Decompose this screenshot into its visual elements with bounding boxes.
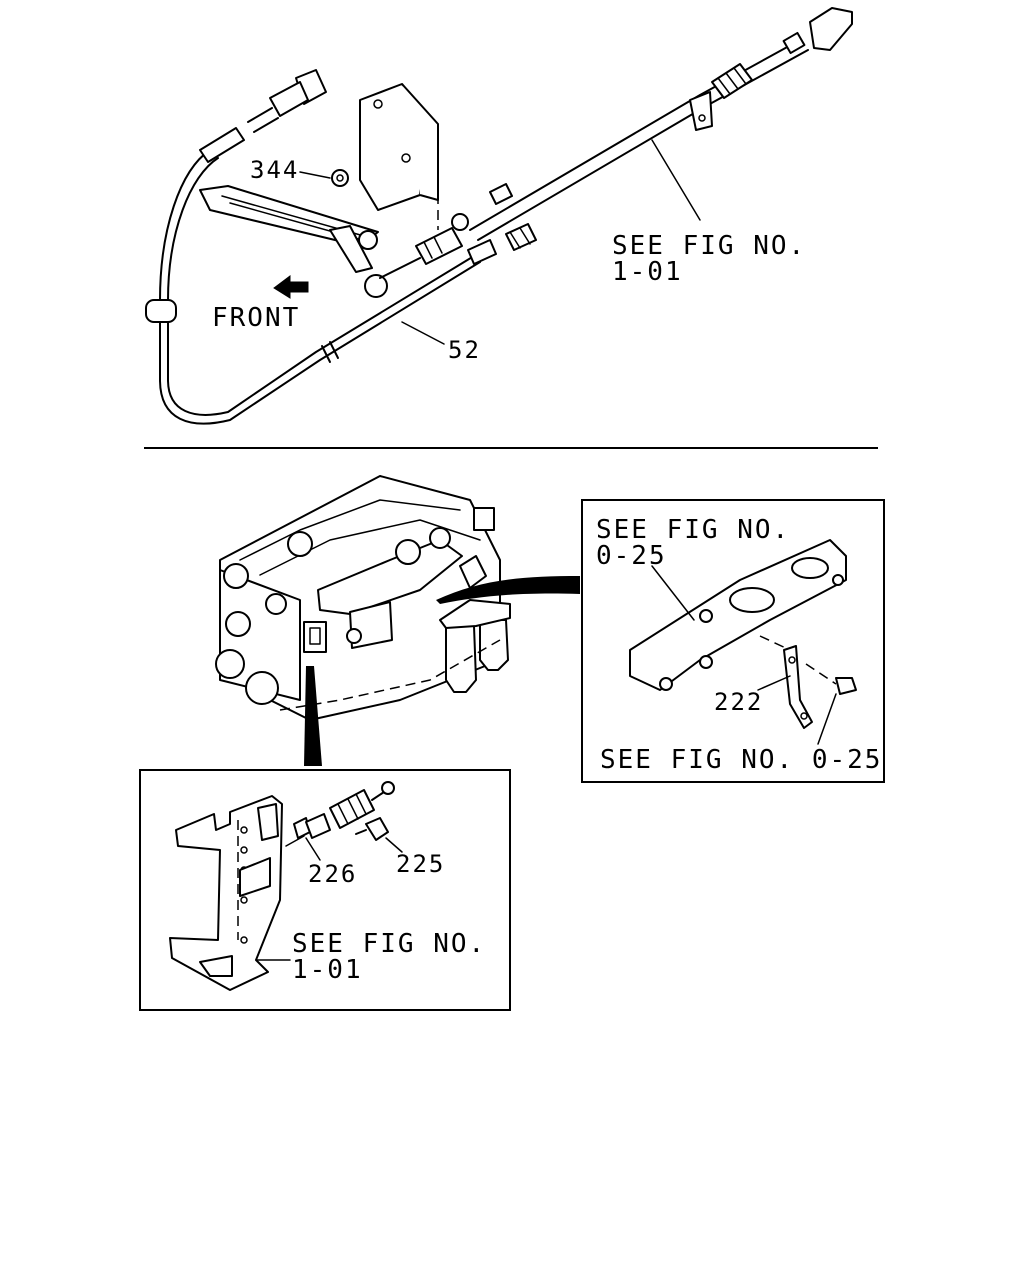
leader-52: [401, 321, 445, 345]
accelerator-pedal: [199, 185, 379, 273]
engine-overview: [215, 475, 580, 766]
label-see-fig-manifold-2: 0-25: [596, 541, 667, 571]
label-see-fig-top-1: SEE FIG NO.: [612, 231, 806, 261]
inset-bracket: [139, 769, 511, 1011]
inset-manifold: [581, 499, 885, 783]
front-arrow-icon: [273, 275, 309, 299]
hand-throttle-cable: [145, 69, 537, 425]
label-52: 52: [448, 336, 481, 364]
leader-see-fig-top: [651, 139, 701, 221]
label-see-fig-bracket-1: SEE FIG NO.: [292, 929, 486, 959]
callout-wedge-manifold: [436, 576, 580, 604]
cable-end-fitting: [809, 7, 853, 51]
bolt-222: [805, 663, 857, 695]
label-344: 344: [250, 156, 299, 184]
label-see-fig-top-2: 1-01: [612, 257, 683, 287]
callout-wedge-bracket: [304, 666, 322, 766]
bellows-boot: [329, 781, 395, 829]
label-226: 226: [308, 860, 357, 888]
label-see-fig-manifold-1: SEE FIG NO.: [596, 515, 790, 545]
accelerator-cable-assembly: [145, 7, 853, 425]
fuel-filters: [439, 599, 511, 693]
label-see-fig-bracket-2: 1-01: [292, 955, 363, 985]
label-front: FRONT: [212, 303, 300, 333]
mounting-bracket: [169, 795, 283, 991]
cable-end-226: [285, 813, 331, 847]
nut-344: [299, 169, 349, 187]
cable-bellows: [711, 63, 753, 99]
bracket-222: [783, 645, 813, 729]
label-222: 222: [714, 688, 763, 716]
label-225: 225: [396, 850, 445, 878]
label-see-fig-manifold-bottom: SEE FIG NO. 0-25: [600, 745, 882, 775]
pedal-bracket: [359, 83, 439, 230]
bolt-225: [355, 817, 389, 841]
pedal-cable-end: [364, 183, 513, 298]
intake-manifold-detail: [629, 539, 847, 691]
